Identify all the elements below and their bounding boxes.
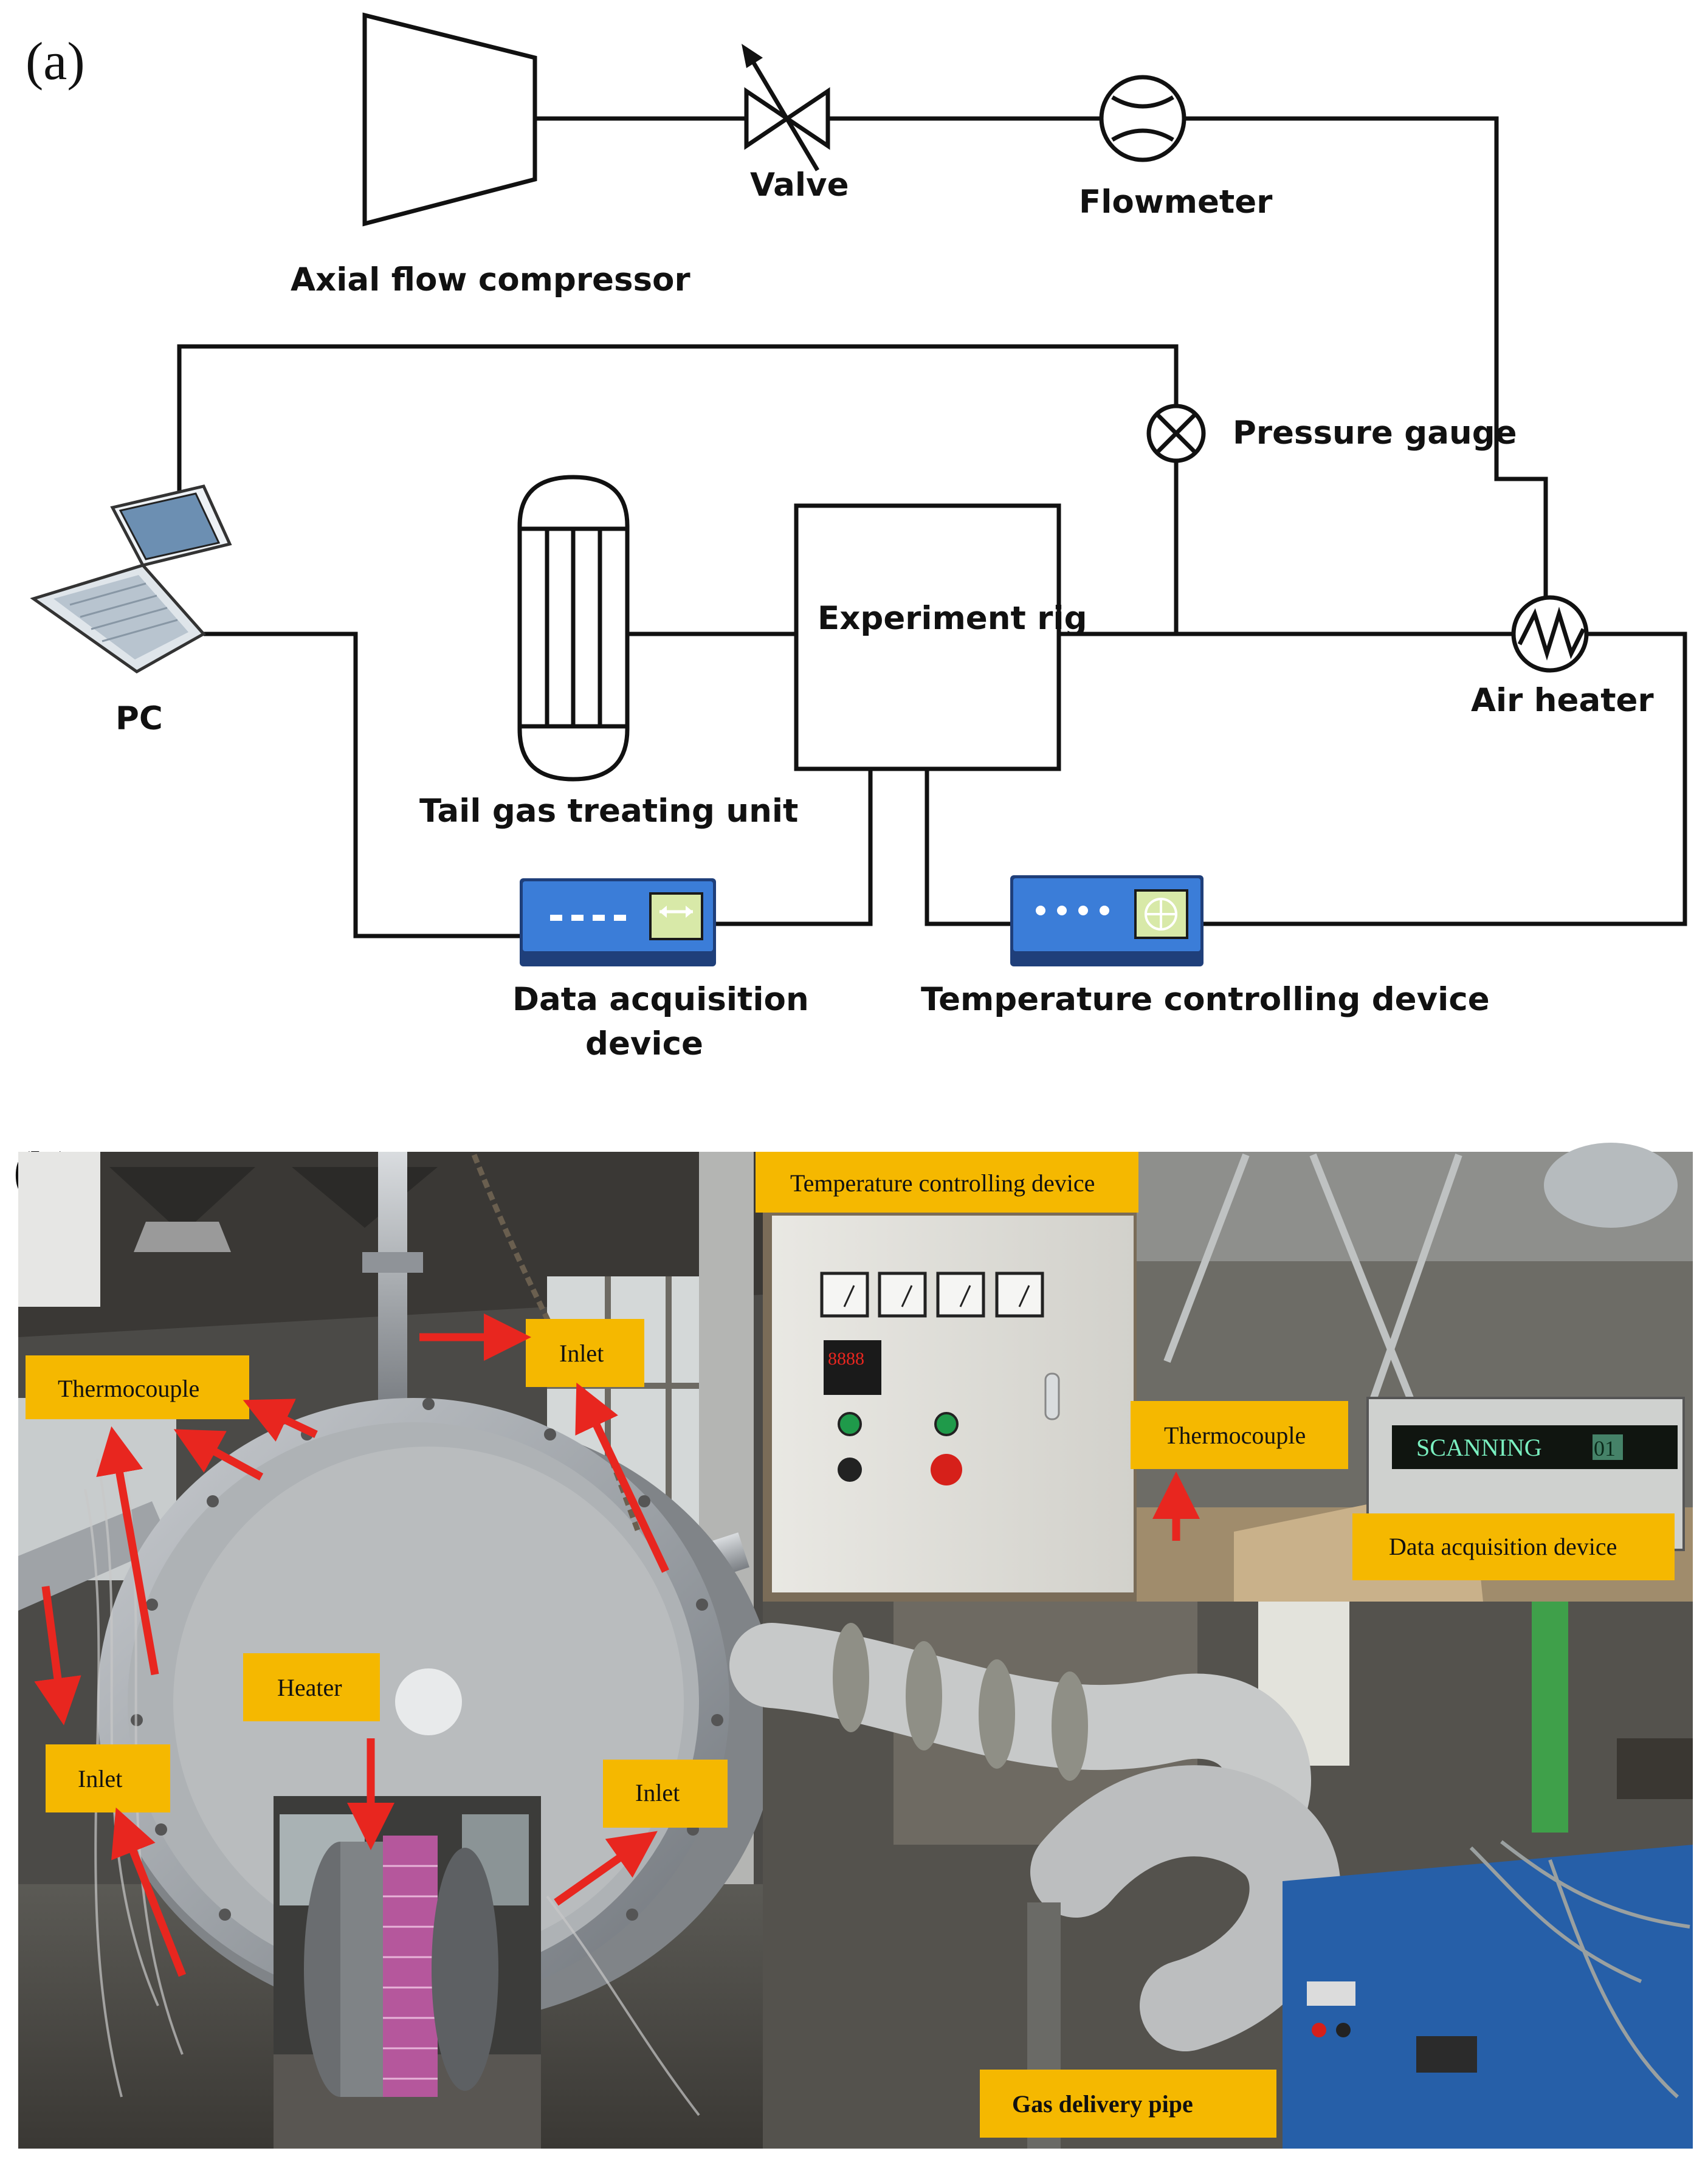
label-temp-ctrl: Temperature controlling device bbox=[790, 1169, 1095, 1197]
panel-b: (b) bbox=[13, 1141, 1693, 2149]
blue-machine bbox=[1283, 1845, 1693, 2149]
flow-lines bbox=[177, 116, 1687, 938]
selector-knob bbox=[838, 1458, 862, 1482]
valve-symbol bbox=[742, 44, 830, 171]
daq-display-channel: 01 bbox=[1594, 1436, 1616, 1461]
green-light-2 bbox=[934, 1412, 959, 1436]
annotation-arrows bbox=[34, 1313, 1200, 1977]
pressure-gauge-label: Pressure gauge bbox=[1233, 415, 1517, 452]
air-heater-label: Air heater bbox=[1471, 682, 1654, 719]
compressor-symbol bbox=[362, 12, 537, 227]
line-pc-pressure bbox=[177, 344, 1179, 508]
pressure-gauge-symbol bbox=[1146, 404, 1206, 463]
analog-meters bbox=[820, 1272, 1044, 1318]
daq-device-icon bbox=[520, 878, 716, 966]
temp-device-icon bbox=[1010, 875, 1204, 966]
label-box-heater bbox=[243, 1653, 380, 1721]
valve-label: Valve bbox=[750, 167, 849, 204]
green-light-1 bbox=[838, 1412, 862, 1436]
label-inlet-left: Inlet bbox=[78, 1765, 122, 1792]
insulated-pipe-lower bbox=[1030, 1765, 1341, 2051]
panel-a: (a) Axial flow compressor bbox=[26, 12, 1687, 1062]
line-rig-daq bbox=[716, 769, 873, 926]
label-thermocouple-left: Thermocouple bbox=[58, 1375, 199, 1402]
panel-b-labels: Thermocouple Inlet Heater Inlet Inlet Te… bbox=[26, 1152, 1675, 2138]
heater-inset-photo bbox=[274, 1796, 541, 2149]
label-box-thermocouple-right bbox=[1131, 1401, 1348, 1469]
label-daq: Data acquisition device bbox=[1389, 1533, 1617, 1560]
line-pc-daq bbox=[204, 632, 520, 938]
label-box-inlet-top bbox=[526, 1319, 644, 1387]
label-heater: Heater bbox=[277, 1674, 342, 1701]
label-box-thermocouple-left bbox=[26, 1355, 249, 1419]
experiment-rig-box bbox=[794, 503, 1061, 771]
label-box-gas-pipe bbox=[980, 2070, 1276, 2138]
experiment-rig-label: Experiment rig bbox=[818, 600, 1087, 637]
tail-gas-label: Tail gas treating unit bbox=[419, 793, 798, 830]
laptop-icon bbox=[30, 484, 232, 673]
label-box-daq bbox=[1352, 1513, 1675, 1580]
insulated-pipe-upper bbox=[729, 1623, 1311, 1848]
daq-label-line2: device bbox=[585, 1025, 703, 1062]
daq-label-line1: Data acquisition bbox=[512, 981, 809, 1018]
arrow-left-down bbox=[34, 1586, 81, 1726]
line-flowmeter-heater bbox=[1184, 116, 1548, 599]
line-rig-tempdevice bbox=[925, 769, 1010, 926]
digital-controller bbox=[824, 1340, 881, 1395]
label-box-inlet-left bbox=[46, 1744, 170, 1812]
arrow-thermocouple-3 bbox=[96, 1426, 159, 1676]
line-heater-tempdevice bbox=[1204, 632, 1687, 926]
temp-device-label: Temperature controlling device bbox=[921, 981, 1490, 1018]
arrow-inlet-top-b bbox=[575, 1382, 669, 1573]
air-heater-symbol bbox=[1511, 595, 1589, 673]
panel-a-tag: (a) bbox=[26, 32, 85, 91]
tail-gas-unit-symbol bbox=[517, 475, 630, 782]
arrow-thermocouple-1 bbox=[243, 1399, 318, 1442]
photo-experiment-rig bbox=[18, 1152, 778, 2149]
daq-display bbox=[1392, 1425, 1678, 1469]
pc-label: PC bbox=[115, 700, 163, 737]
label-inlet-top: Inlet bbox=[559, 1340, 604, 1367]
arrow-thermocouple-2 bbox=[173, 1429, 264, 1481]
daq-display-text: SCANNING bbox=[1416, 1434, 1542, 1461]
flowmeter-label: Flowmeter bbox=[1079, 184, 1272, 221]
photo-gas-delivery bbox=[729, 1602, 1693, 2149]
cabinet-handle bbox=[1044, 1372, 1060, 1420]
red-stop-button bbox=[931, 1454, 962, 1485]
compressor-label: Axial flow compressor bbox=[291, 261, 690, 298]
label-box-temp-ctrl bbox=[756, 1152, 1138, 1213]
label-gas-pipe: Gas delivery pipe bbox=[1012, 2090, 1193, 2118]
label-box-inlet-right bbox=[603, 1760, 728, 1828]
daq-channel-box bbox=[1593, 1434, 1623, 1460]
controller-digits: 8888 bbox=[828, 1349, 864, 1369]
arrow-inlet-right bbox=[554, 1831, 658, 1906]
label-inlet-right: Inlet bbox=[635, 1779, 680, 1806]
photo-temp-controller: 8888 bbox=[763, 1152, 1137, 1602]
pipe-flanges bbox=[833, 1623, 1088, 1781]
label-thermocouple-right: Thermocouple bbox=[1164, 1422, 1306, 1449]
arrow-inlet-left bbox=[111, 1807, 187, 1977]
flowmeter-symbol bbox=[1099, 75, 1186, 162]
